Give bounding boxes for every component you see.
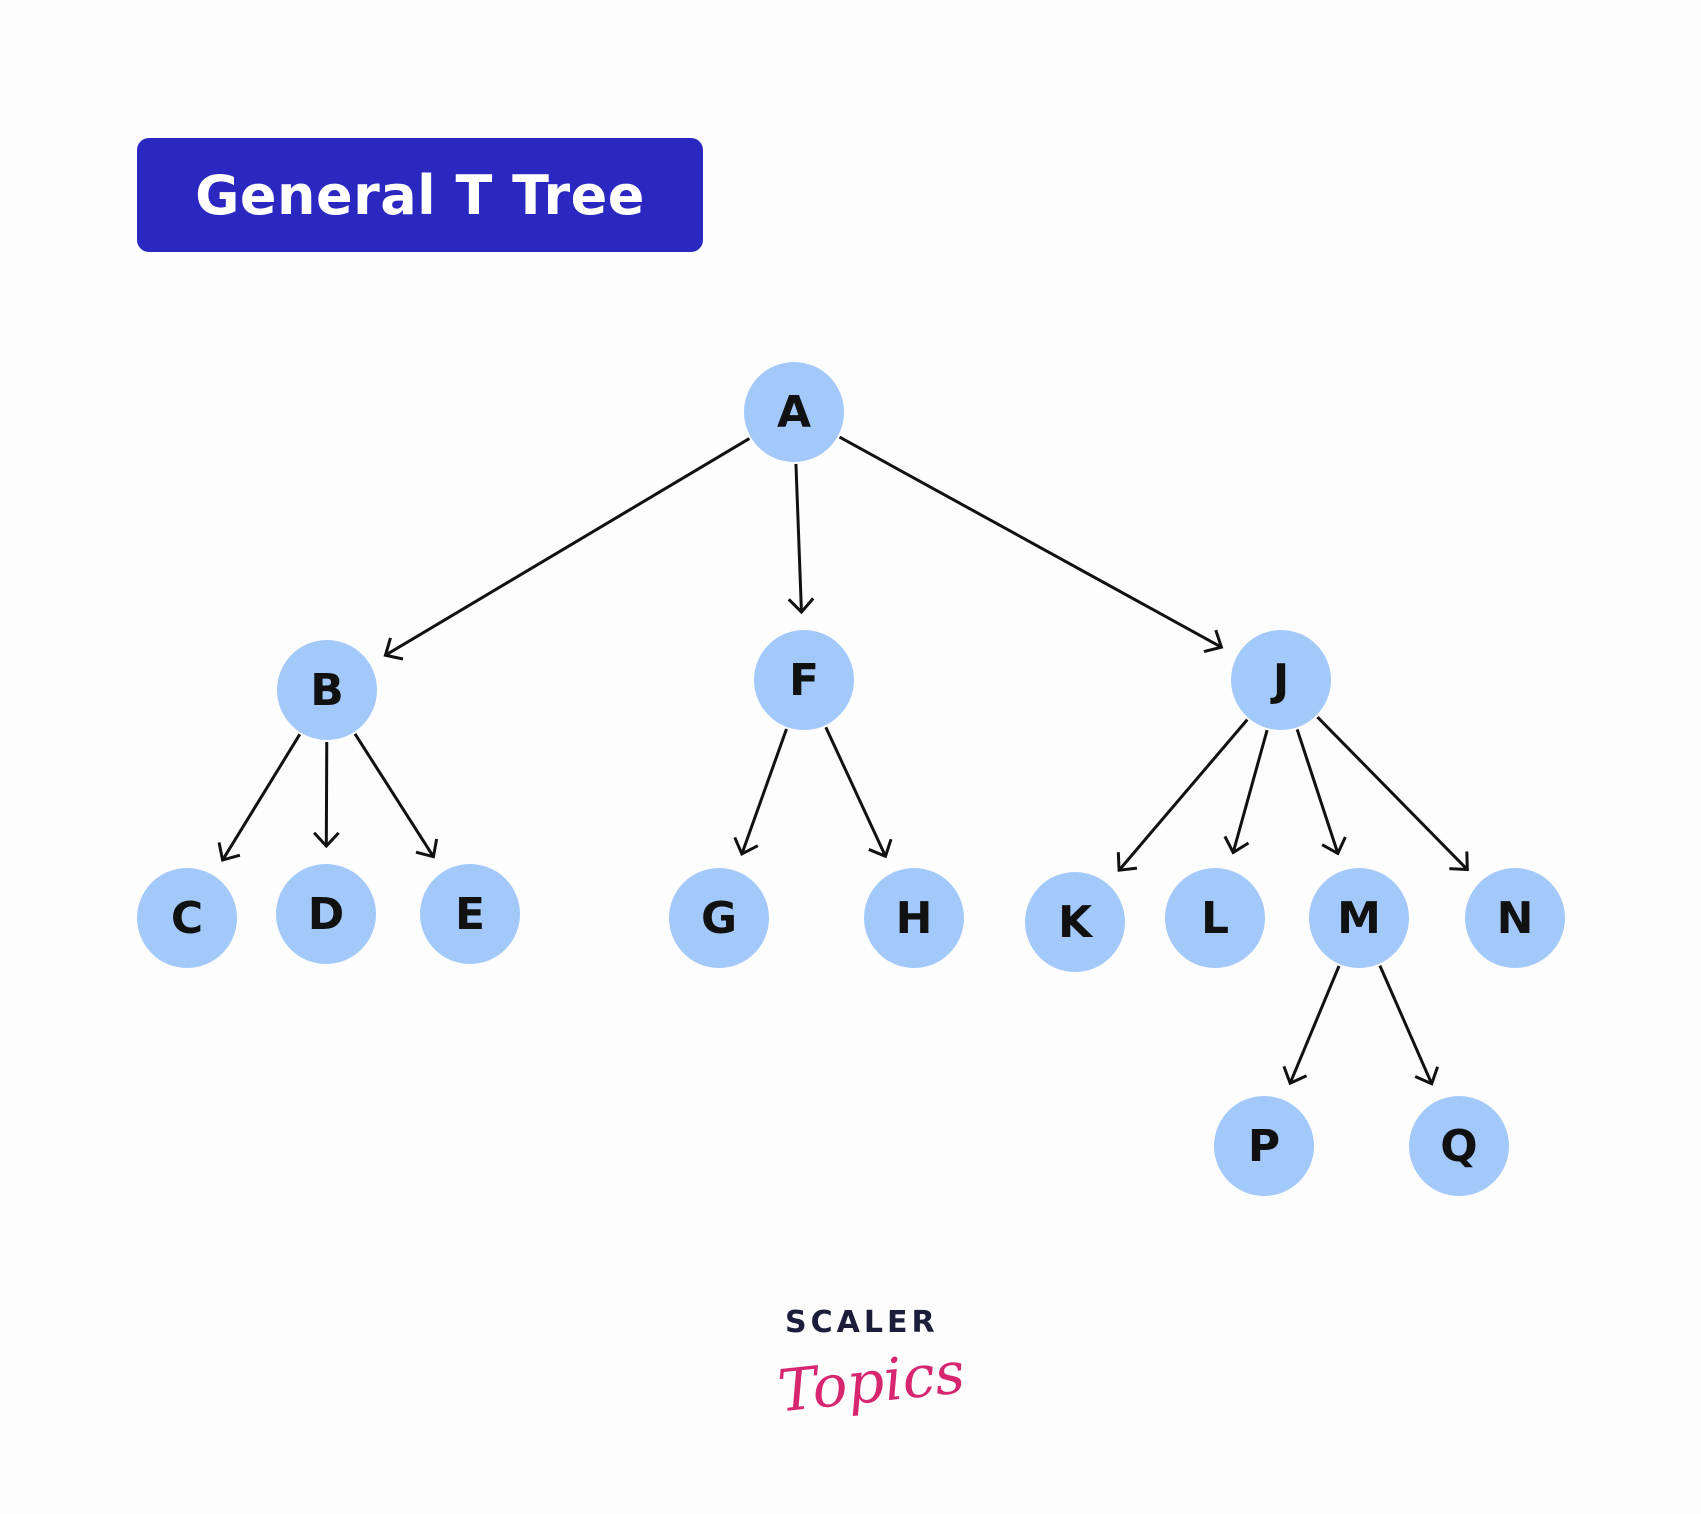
node-circle [1165,868,1265,968]
node-label: B [310,665,344,716]
arrowhead [1282,1065,1308,1086]
logo-topics-script: Topics [775,1338,968,1425]
arrowhead [1449,851,1469,872]
edge-line [1288,965,1341,1084]
node-P: P [1214,1096,1314,1196]
node-circle [1309,868,1409,968]
arrowhead [1203,629,1224,654]
edge-B-E [353,733,439,859]
edge-line [353,733,435,858]
edge-J-L [1223,729,1269,855]
edge-A-F [787,463,815,615]
node-J: J [1231,630,1331,730]
edge-line [824,726,887,857]
arrowhead [1116,852,1138,872]
node-circle [864,868,964,968]
edge-line [221,733,302,861]
node-C: C [137,868,237,968]
logo-topics-text: Topics [775,1338,968,1425]
edge-J-N [1316,716,1469,872]
edge-B-D [313,741,340,849]
edge-line [838,435,1223,649]
node-circle [1409,1096,1509,1196]
arrowhead [787,597,815,615]
arrowhead [733,836,759,857]
node-label: L [1201,893,1229,944]
node-label: C [171,893,203,944]
edge-line [740,728,788,855]
node-label: H [896,893,933,944]
node-label: G [701,893,737,944]
edge-line [1117,718,1249,872]
logo-scaler-text: SCALER [785,1305,939,1340]
edge-line [1295,728,1340,854]
edge-line [1378,965,1434,1085]
arrowhead [1321,836,1347,856]
edge-F-G [733,728,788,857]
node-Q: Q [1409,1096,1509,1196]
node-label: K [1058,897,1094,948]
edge-line [794,463,803,613]
edge-M-Q [1378,965,1440,1086]
arrowhead [1414,1066,1440,1086]
edge-A-J [838,435,1224,654]
node-B: B [277,640,377,740]
node-circle [669,868,769,968]
node-circle [137,868,237,968]
node-label: P [1248,1121,1280,1172]
arrowhead [1223,835,1250,855]
node-circle [754,630,854,730]
arrowhead [868,838,893,859]
edge-line [384,437,751,657]
node-circle [420,864,520,964]
node-circle [1231,630,1331,730]
node-N: N [1465,868,1565,968]
arrowhead [415,838,439,859]
node-circle [276,864,376,964]
node-label: N [1497,893,1534,944]
arrowhead [383,637,404,661]
node-label: A [777,387,811,438]
node-L: L [1165,868,1265,968]
scaler-topics-logo: SCALER Topics [740,1305,980,1425]
node-H: H [864,868,964,968]
node-A: A [744,362,844,462]
node-label: D [308,889,345,940]
edges-layer [217,435,1469,1086]
diagram-title: General T Tree [195,163,645,227]
node-G: G [669,868,769,968]
node-circle [277,640,377,740]
edge-line [1231,729,1269,853]
node-circle [1025,872,1125,972]
node-label: Q [1440,1121,1477,1172]
node-label: F [789,655,819,706]
arrowhead [217,842,241,862]
edge-line [1316,716,1469,871]
edge-J-K [1116,718,1249,872]
node-E: E [420,864,520,964]
edge-M-P [1282,965,1341,1086]
title-banner: General T Tree [137,138,703,252]
node-K: K [1025,872,1125,972]
nodes-layer: A B F J C D E G H K L M N P Q [137,362,1565,1196]
edge-B-C [217,733,302,862]
edge-F-H [824,726,893,859]
node-circle [1465,868,1565,968]
node-label: E [455,889,485,940]
arrowhead [313,831,340,849]
node-label: M [1337,893,1381,944]
node-D: D [276,864,376,964]
node-circle [1214,1096,1314,1196]
node-M: M [1309,868,1409,968]
node-F: F [754,630,854,730]
edge-A-B [383,437,751,661]
node-circle [744,362,844,462]
node-label: J [1270,655,1289,706]
edge-J-M [1295,728,1347,856]
